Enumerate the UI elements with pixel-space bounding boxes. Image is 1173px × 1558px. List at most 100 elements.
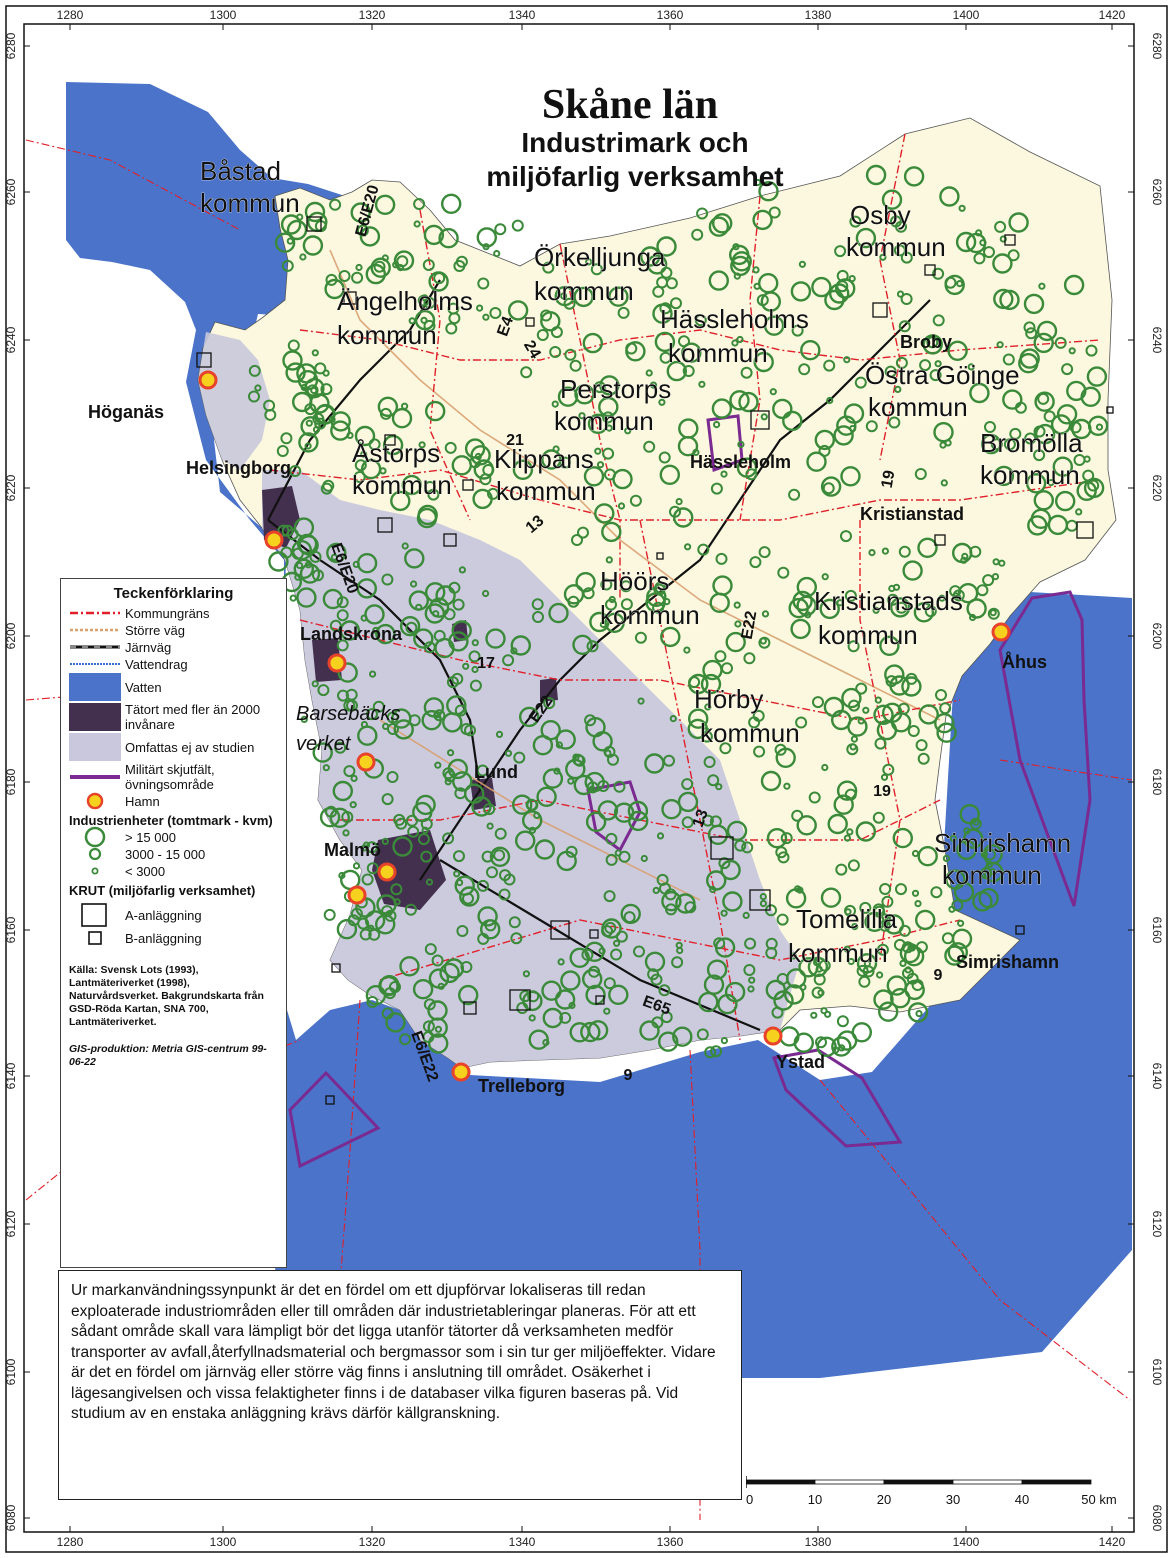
industry-unit-marker <box>840 466 861 487</box>
industry-unit-marker <box>1086 366 1108 387</box>
industry-unit-marker <box>605 832 618 845</box>
industry-unit-marker <box>776 973 789 985</box>
krut-facility-marker <box>749 889 771 911</box>
industry-unit-marker <box>776 913 789 926</box>
krut-facility-marker <box>1076 521 1094 539</box>
industry-unit-marker <box>718 857 731 870</box>
industry-unit-marker <box>349 801 357 809</box>
industry-unit-marker <box>366 708 378 721</box>
y-tick-label: 6120 <box>1150 1211 1164 1238</box>
harbour-marker <box>198 370 218 390</box>
place-label: Hässleholms <box>660 304 809 334</box>
industry-unit-marker <box>815 1036 827 1049</box>
y-tick-label: 6140 <box>4 1062 18 1089</box>
industry-unit-marker <box>903 166 925 187</box>
industry-unit-marker <box>1002 389 1023 410</box>
industry-unit-marker <box>889 675 910 696</box>
industry-unit-marker <box>540 311 561 332</box>
industry-unit-marker <box>761 610 770 618</box>
industry-unit-marker <box>843 356 851 364</box>
industry-unit-marker <box>1087 479 1100 492</box>
industry-unit-marker <box>370 257 391 278</box>
industry-unit-marker <box>813 973 826 986</box>
industry-unit-marker <box>528 826 537 834</box>
legend-item-jarnvag: Järnväg <box>69 639 278 655</box>
industry-unit-marker <box>844 589 857 602</box>
industry-unit-marker <box>829 283 850 304</box>
industry-unit-marker <box>1075 508 1083 516</box>
place-label: Simrishamn <box>934 828 1071 858</box>
road-label: E22 <box>739 610 761 641</box>
industry-unit-marker <box>287 339 300 352</box>
industry-unit-marker <box>605 424 613 432</box>
industry-unit-marker <box>1063 274 1085 296</box>
industry-unit-marker <box>745 468 758 481</box>
industry-unit-marker <box>873 704 894 725</box>
y-tick-label: 6160 <box>4 916 18 943</box>
industry-unit-marker <box>311 349 319 357</box>
industry-unit-marker <box>360 450 368 458</box>
industry-unit-marker <box>299 563 321 584</box>
industry-unit-marker <box>984 421 996 433</box>
industry-unit-marker <box>783 782 791 790</box>
industry-unit-marker <box>407 825 420 838</box>
map-title: Skåne län <box>542 82 718 128</box>
industry-unit-marker <box>710 482 723 495</box>
industry-unit-marker <box>758 546 771 559</box>
industry-unit-marker <box>658 984 671 997</box>
legend-label: Vatten <box>125 679 162 695</box>
industry-unit-marker <box>540 720 561 741</box>
industry-unit-marker <box>338 270 351 282</box>
industry-unit-marker <box>1033 449 1046 462</box>
industry-unit-marker <box>1066 380 1087 402</box>
legend-label: B-anläggning <box>125 930 202 946</box>
industry-unit-marker <box>714 650 727 663</box>
industry-unit-marker <box>439 962 460 984</box>
industry-unit-marker <box>831 1036 852 1057</box>
industry-unit-marker <box>319 807 341 828</box>
industry-unit-marker <box>738 391 759 413</box>
y-tick-label: 6280 <box>1150 33 1164 60</box>
industry-unit-marker <box>798 363 811 376</box>
industry-unit-marker <box>919 359 932 372</box>
y-tick-label: 6120 <box>4 1210 18 1237</box>
krut-facility-marker <box>934 534 946 546</box>
industry-unit-marker <box>417 833 430 846</box>
place-label: kommun <box>818 620 918 650</box>
industry-unit-marker <box>605 556 613 564</box>
industry-unit-marker <box>683 646 691 654</box>
industry-unit-marker <box>942 854 951 863</box>
harbour-marker <box>327 653 347 673</box>
industry-unit-marker <box>422 1020 435 1033</box>
industry-unit-marker <box>304 201 326 223</box>
industry-unit-marker <box>408 714 421 727</box>
legend-label: Omfattas ej av studien <box>125 739 255 755</box>
industry-unit-marker <box>280 432 293 445</box>
industry-unit-marker <box>822 482 835 495</box>
industry-unit-marker <box>625 341 646 362</box>
industry-unit-marker <box>856 953 878 974</box>
industry-unit-marker <box>425 582 446 603</box>
industry-unit-marker <box>522 990 543 1012</box>
krut-facility-marker <box>509 989 531 1011</box>
industry-unit-marker <box>720 1037 729 1045</box>
industry-unit-marker <box>453 870 461 878</box>
industry-unit-marker <box>821 763 829 772</box>
industry-unit-marker <box>849 215 862 228</box>
industry-unit-marker <box>451 672 464 685</box>
industry-unit-marker <box>320 383 333 396</box>
krut-facility-marker <box>1015 925 1025 935</box>
industry-unit-marker <box>777 851 790 864</box>
industry-unit-marker <box>447 749 455 757</box>
industry-unit-marker <box>681 342 702 363</box>
industry-unit-marker <box>659 302 672 315</box>
industry-unit-marker <box>930 886 943 899</box>
legend-item-industry-small: < 3000 <box>69 863 278 879</box>
industry-unit-marker <box>758 636 771 649</box>
industry-unit-marker <box>895 883 907 896</box>
road-label: 19 <box>873 783 891 800</box>
industry-unit-marker <box>486 866 498 879</box>
industry-unit-marker <box>1002 353 1015 366</box>
industry-unit-marker <box>587 413 609 434</box>
